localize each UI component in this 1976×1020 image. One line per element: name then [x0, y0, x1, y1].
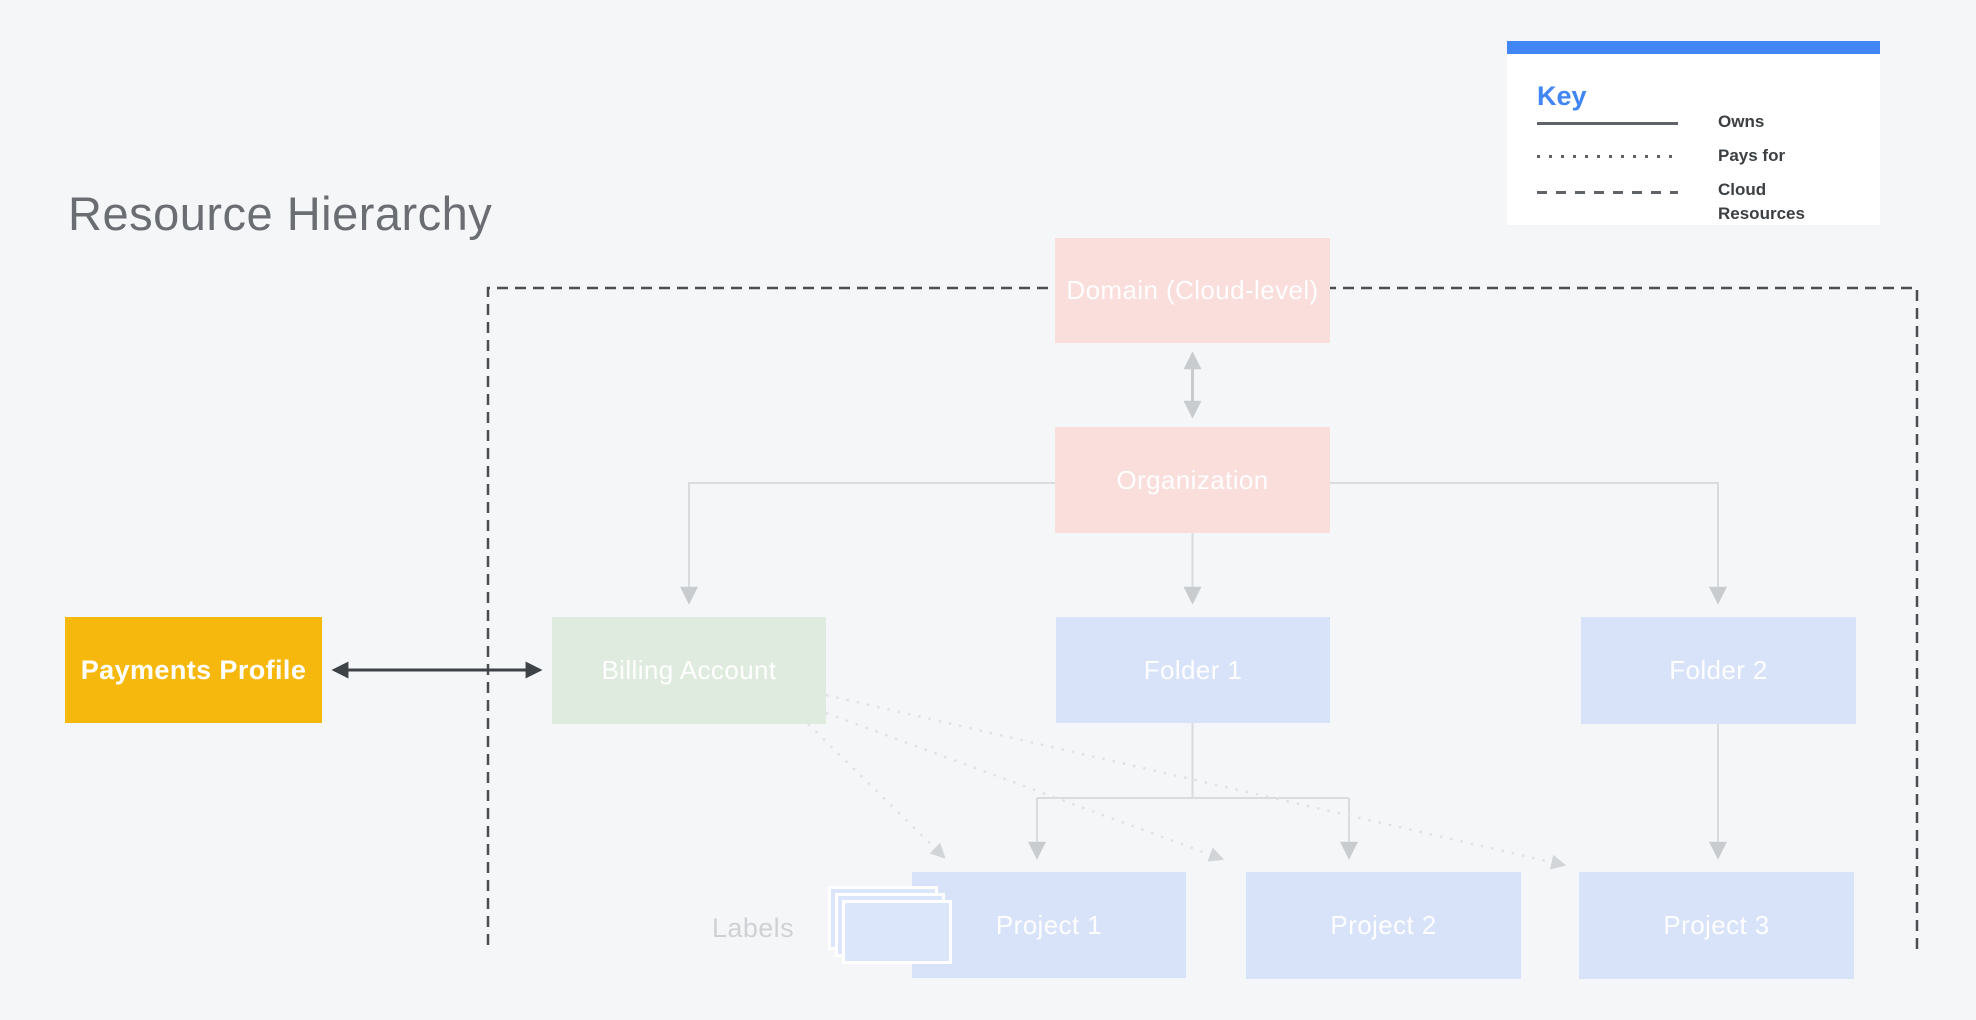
node-project-2-label: Project 2	[1330, 910, 1437, 940]
labels-stacked-cards-icon	[828, 886, 954, 968]
billing-pays-project2-dotted	[825, 711, 1225, 862]
node-organization-label: Organization	[1116, 464, 1269, 495]
org-to-folder2-connector	[1330, 482, 1727, 605]
org-to-billing-connector	[680, 482, 1055, 605]
node-folder-2: Folder 2	[1581, 617, 1856, 724]
folder1-split-connector	[1037, 723, 1349, 799]
node-billing-account-label: Billing Account	[601, 655, 777, 685]
node-domain-label: Domain (Cloud-level)	[1066, 275, 1319, 305]
solid-line-icon	[1537, 122, 1678, 125]
node-billing-account: Billing Account	[552, 617, 826, 724]
dashed-line-icon	[1537, 191, 1678, 194]
node-organization: Organization	[1055, 427, 1330, 533]
node-project-1: Project 1	[912, 872, 1186, 978]
dotted-line-icon	[1537, 155, 1678, 158]
node-payments-profile: Payments Profile	[65, 617, 322, 723]
node-project-3-label: Project 3	[1663, 910, 1770, 940]
node-folder-1-label: Folder 1	[1143, 654, 1243, 685]
label-card-front	[842, 900, 952, 964]
node-folder-2-label: Folder 2	[1669, 655, 1768, 685]
billing-pays-project1-dotted	[807, 723, 946, 859]
labels-caption: Labels	[712, 913, 794, 943]
node-project-1-label: Project 1	[995, 909, 1103, 940]
node-project-2: Project 2	[1246, 872, 1521, 979]
page-title: Resource Hierarchy	[68, 187, 493, 240]
key-title: Key	[1537, 81, 1587, 111]
billing-pays-project3-dotted	[825, 693, 1567, 870]
key-accent-bar	[1507, 41, 1880, 54]
key-label-cloud-resources: Cloud Resources	[1718, 180, 1805, 223]
node-folder-1: Folder 1	[1056, 617, 1330, 723]
node-payments-profile-label: Payments Profile	[80, 654, 307, 685]
node-project-3: Project 3	[1579, 872, 1854, 979]
key-label-owns: Owns	[1718, 112, 1765, 131]
key-label-pays-for: Pays for	[1718, 146, 1786, 165]
key-panel: Key Owns Pays for Cloud Resources	[1507, 41, 1880, 225]
node-domain: Domain (Cloud-level)	[1055, 238, 1330, 343]
